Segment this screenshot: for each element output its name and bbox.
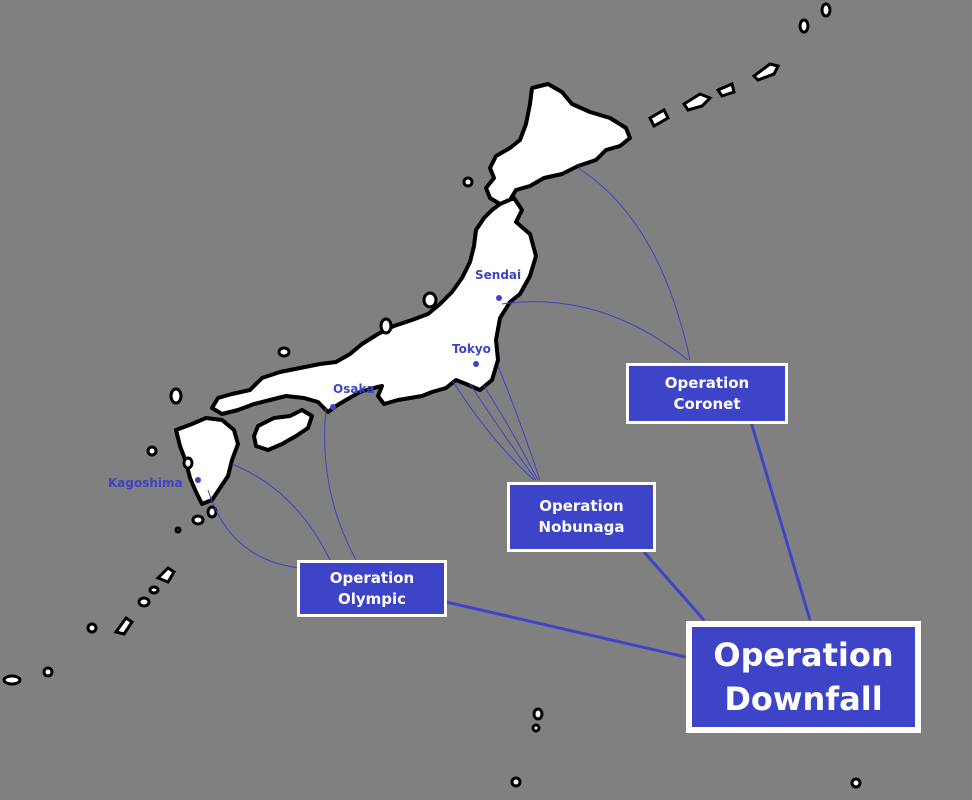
coronet-link-hokkaido [577, 167, 691, 361]
island-shape [206, 505, 218, 519]
operation-coronet-line1: Operation [664, 373, 750, 392]
shikoku-island [252, 408, 314, 452]
operation-downfall-box: Operation Downfall [686, 621, 921, 733]
olympic-link-kagoshima [207, 489, 301, 569]
operation-coronet-box: Operation Coronet [626, 363, 788, 424]
operation-nobunaga-line2: Nobunaga [538, 518, 625, 536]
island-shape [169, 387, 183, 405]
island-shape [422, 291, 438, 309]
city-label-kagoshima: Kagoshima [108, 476, 183, 490]
olympic-link-kyushu [231, 463, 331, 561]
island-shape [715, 81, 736, 98]
nobunaga-link-bay [469, 383, 537, 481]
downfall-link-nobunaga [642, 551, 706, 621]
island-shape [681, 92, 713, 112]
operation-olympic-box: Operation Olympic [297, 560, 447, 617]
island-shape [648, 107, 670, 129]
operation-coronet-line2: Coronet [673, 394, 741, 413]
island-shape [751, 62, 781, 82]
island-shape [174, 526, 182, 534]
osaka-marker [330, 404, 336, 410]
island-shape [798, 18, 810, 34]
island-shape [462, 176, 474, 188]
island-shape [191, 514, 205, 526]
nobunaga-link-tokyo [483, 385, 539, 481]
island-shape [531, 723, 541, 733]
downfall-link-coronet [749, 421, 812, 621]
city-label-sendai: Sendai [475, 268, 522, 282]
tokyo-marker [473, 361, 479, 367]
operation-downfall-line1: Operation [713, 636, 894, 674]
honshu-island [210, 196, 538, 416]
island-shape [146, 445, 158, 457]
kagoshima-marker [195, 477, 201, 483]
olympic-link-osaka [324, 407, 357, 561]
sendai-marker [496, 295, 502, 301]
city-label-osaka: Osaka [333, 382, 375, 396]
city-label-tokyo: Tokyo [452, 342, 491, 356]
island-shape [113, 615, 135, 636]
island-shape [532, 707, 544, 721]
island-shape [137, 596, 151, 608]
nobunaga-link-tokyo-east [497, 365, 541, 481]
hokkaido-island [484, 82, 632, 206]
operation-nobunaga-box: Operation Nobunaga [507, 482, 656, 552]
island-shape [2, 674, 22, 686]
operation-olympic-line1: Operation [329, 568, 415, 587]
island-shape [379, 317, 393, 335]
nobunaga-link-west [451, 379, 535, 481]
operation-olympic-line2: Olympic [337, 589, 407, 608]
island-shape [42, 666, 54, 678]
island-shape [148, 585, 160, 595]
operation-downfall-line2: Downfall [724, 680, 883, 718]
island-shape [155, 566, 177, 584]
island-shape [850, 777, 862, 789]
kyushu-island [174, 416, 240, 506]
island-shape [182, 456, 194, 470]
island-shape [820, 2, 832, 18]
island-shape [86, 622, 98, 634]
island-shape [510, 776, 522, 788]
downfall-link-olympic [445, 600, 691, 660]
island-shape [277, 346, 291, 358]
coronet-link-sendai [501, 301, 689, 361]
operation-nobunaga-line1: Operation [539, 497, 624, 515]
